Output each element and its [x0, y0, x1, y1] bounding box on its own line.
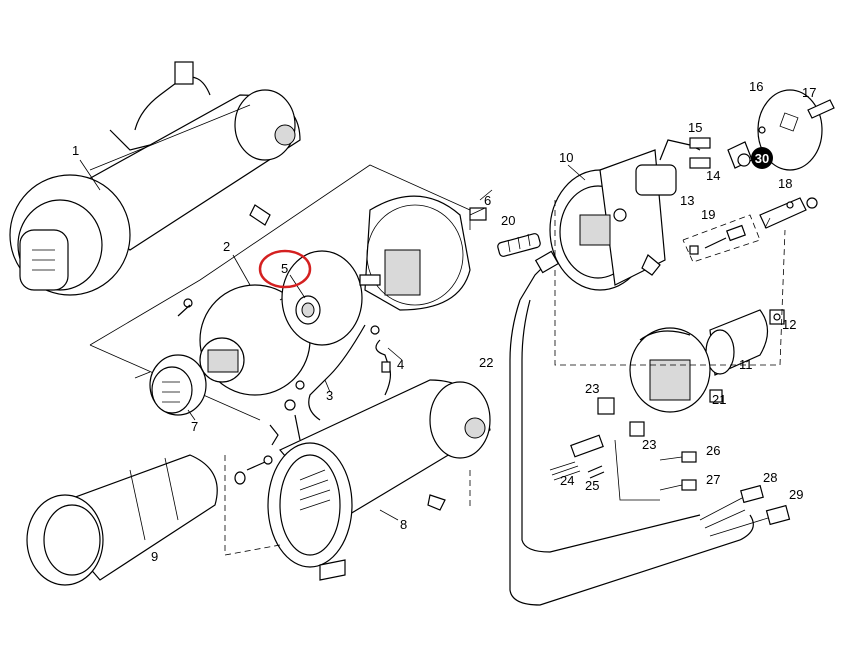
label-2: 2 [223, 239, 230, 254]
label-23a: 23 [585, 381, 599, 396]
label-26: 26 [706, 443, 720, 458]
label-4: 4 [397, 357, 404, 372]
badge-30: 30 [751, 147, 773, 169]
highlight-circle [258, 249, 312, 289]
part-28-29-plugs [699, 484, 791, 537]
label-15: 15 [688, 120, 702, 135]
label-11: 11 [739, 357, 753, 372]
part-25-pins [587, 465, 605, 479]
part-1-heater-tube [9, 61, 301, 296]
leader-lines [79, 159, 586, 521]
label-6: 6 [484, 193, 491, 208]
part-22-harness [509, 250, 754, 606]
label-28: 28 [763, 470, 777, 485]
part-9-sleeve [26, 454, 218, 586]
part-19-sensor [682, 214, 761, 263]
label-7: 7 [191, 419, 198, 434]
small-fasteners [234, 424, 279, 485]
part-26-27-connectors [614, 439, 697, 501]
part-21-blower [629, 327, 723, 413]
part-23-relay [597, 397, 645, 437]
label-30: 30 [755, 151, 769, 166]
label-24: 24 [560, 473, 574, 488]
part-5-disc [281, 250, 363, 346]
label-27: 27 [706, 472, 720, 487]
label-8: 8 [400, 517, 407, 532]
combustion-dome [177, 284, 311, 396]
part-17-screw [807, 99, 835, 119]
assembly-outline-8-9 [224, 455, 471, 556]
part-6-control-unit [359, 189, 493, 311]
assembly-outline-10 [554, 200, 786, 366]
part-24-connector-strip [549, 434, 604, 481]
part-7-end-cap [134, 354, 207, 416]
part-11-motor [689, 309, 769, 376]
label-25: 25 [585, 478, 599, 493]
part-12-fitting [769, 309, 785, 325]
label-9: 9 [151, 549, 158, 564]
label-17: 17 [802, 85, 816, 100]
label-19: 19 [701, 207, 715, 222]
label-23b: 23 [642, 437, 656, 452]
label-3: 3 [326, 388, 333, 403]
label-1: 1 [72, 143, 79, 158]
label-29: 29 [789, 487, 803, 502]
label-22: 22 [479, 355, 493, 370]
part-3-4-wiring [284, 324, 392, 441]
part-30-connector [727, 141, 753, 169]
part-8-heater-tube [267, 379, 491, 581]
label-16: 16 [749, 79, 763, 94]
label-18: 18 [778, 176, 792, 191]
part-20-plug [497, 233, 541, 257]
label-14: 14 [706, 168, 720, 183]
label-12: 12 [782, 317, 796, 332]
label-13: 13 [680, 193, 694, 208]
label-10: 10 [559, 150, 573, 165]
part-13-module [635, 137, 711, 196]
part-16-disc [757, 89, 823, 171]
label-21: 21 [712, 392, 726, 407]
callout-labels: 1 2 3 4 5 6 7 8 9 10 11 12 13 14 15 16 1… [72, 79, 816, 564]
part-18-bracket [759, 197, 818, 229]
label-5: 5 [281, 261, 288, 276]
label-20: 20 [501, 213, 515, 228]
